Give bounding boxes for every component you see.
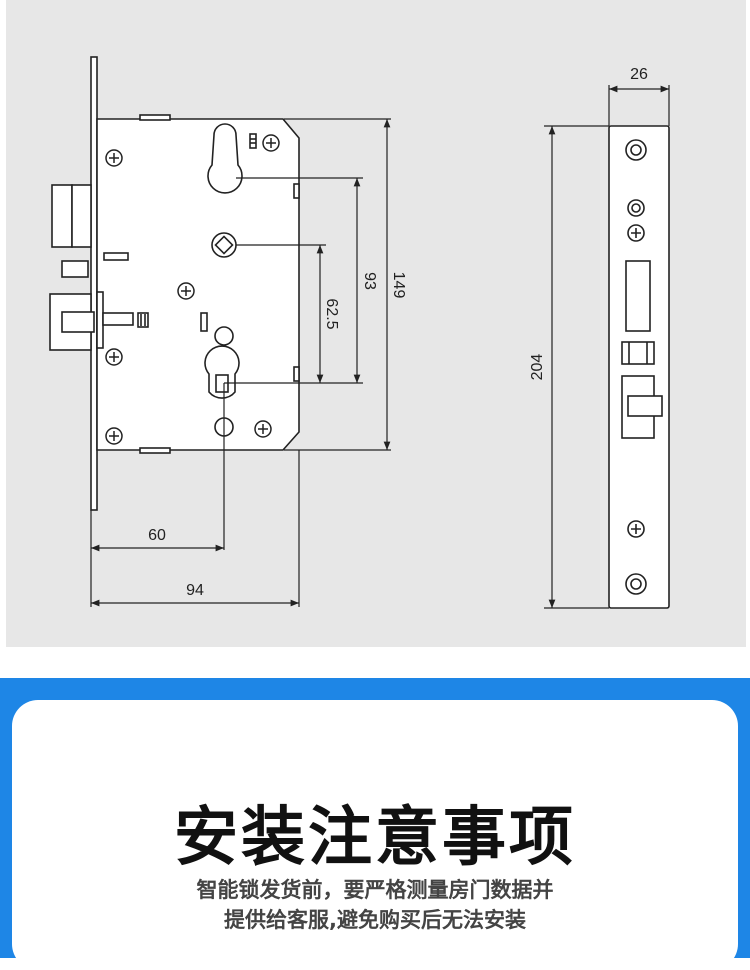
dim-label-26: 26 [630,66,648,83]
lock-body [96,118,300,451]
drawing-panel: 149 93 62.5 60 94 204 26 [6,0,746,647]
notice-text-line-1: 智能锁发货前，要严格测量房门数据并 [196,878,554,902]
screw-icon [627,224,645,242]
screw-icon [627,520,645,538]
body-screws [105,134,280,445]
dim-label-149: 149 [390,272,407,299]
screw-icon [105,348,123,366]
dim-label-60: 60 [148,527,166,544]
screw-icon [105,149,123,167]
cylinder-hole [204,345,240,399]
screw-icon [177,282,195,300]
notice-text-line-2: 提供给客服,避免购买后无法安装 [224,908,526,932]
dim-label-204: 204 [529,354,546,381]
mortise-lock-technical-drawing: 149 93 62.5 60 94 204 26 [49,56,670,609]
lock-front-plate [90,56,98,511]
latch [61,260,89,278]
notice-title: 安装注意事项 [174,801,576,875]
dim-label-94: 94 [186,582,204,599]
screw-icon [254,420,272,438]
screw-icon [105,427,123,445]
faceplate [608,125,670,609]
screw-icon [262,134,280,152]
deadbolt [51,184,73,248]
dim-label-62-5: 62.5 [323,298,340,329]
dim-label-93: 93 [361,272,378,290]
notice-card [12,700,738,970]
